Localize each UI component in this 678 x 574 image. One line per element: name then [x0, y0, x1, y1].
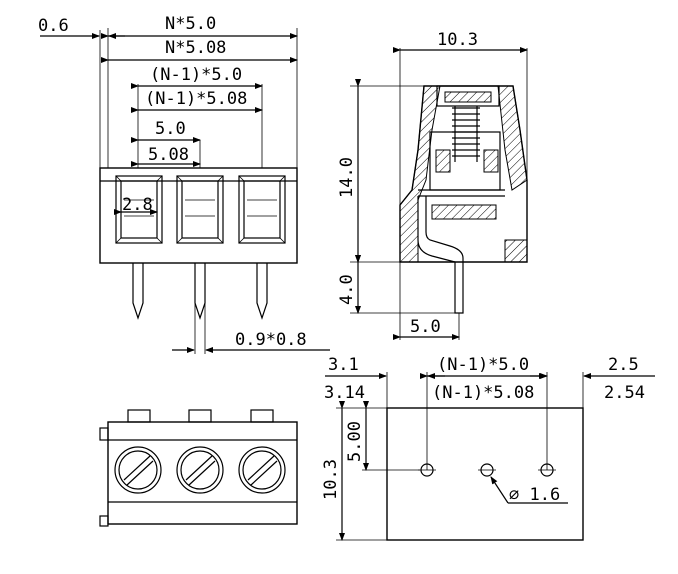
- dim-pin-length: 4.0: [337, 274, 357, 305]
- screw-head: [176, 446, 224, 494]
- bottom-housing: [386, 407, 584, 541]
- side-view: 10.3 14.0 4.0 5.0: [337, 30, 528, 340]
- top-view: [99, 409, 298, 527]
- pin-hole: [418, 463, 436, 477]
- dim-edge-offset: 0.6: [38, 16, 69, 36]
- screw-head: [114, 446, 162, 494]
- front-housing: [99, 167, 298, 264]
- dim-bottom-depth: 10.3: [321, 459, 341, 500]
- dim-right-offset: 2.5: [608, 355, 639, 375]
- screw-thread: [452, 106, 480, 162]
- dim-hole-depth: 5.00: [345, 421, 365, 462]
- wire-opening: [238, 175, 286, 244]
- dim-pin-offset: 5.0: [410, 317, 441, 337]
- dim-opening-width: 2.8: [122, 195, 153, 215]
- dim-side-depth: 10.3: [437, 30, 478, 50]
- dim-span-alt: (N-1)*5.08: [145, 89, 247, 109]
- pin-hole: [538, 463, 556, 477]
- bottom-view: 3.1 3.14 (N-1)*5.0 (N-1)*5.08 2.5 2.54 1…: [321, 355, 655, 541]
- dim-left-offset-alt: 3.14: [324, 383, 365, 403]
- dim-hole-span: (N-1)*5.0: [437, 355, 529, 375]
- wire-opening: [176, 175, 224, 244]
- screw-head: [238, 446, 286, 494]
- pin: [194, 263, 206, 354]
- dim-single-pitch-alt: 5.08: [148, 145, 189, 165]
- dim-left-offset: 3.1: [328, 355, 359, 375]
- dim-hole-span-alt: (N-1)*5.08: [432, 383, 534, 403]
- dim-right-offset-alt: 2.54: [604, 383, 645, 403]
- dim-span: (N-1)*5.0: [150, 65, 242, 85]
- front-view: 0.6 N*5.0 N*5.08 (N-1)*5.0 (N-1)*5.08 5.…: [38, 14, 330, 354]
- pin: [132, 263, 144, 320]
- dim-single-pitch: 5.0: [155, 119, 186, 139]
- pin-hole: [478, 463, 496, 477]
- dim-pin-size: 0.9*0.8: [235, 330, 307, 350]
- dim-side-height: 14.0: [337, 157, 357, 198]
- dim-n-pitch-alt: N*5.08: [165, 38, 226, 58]
- side-pin: [417, 196, 464, 314]
- dim-hole-diameter: ∅ 1.6: [509, 485, 560, 505]
- dim-n-pitch: N*5.0: [165, 14, 216, 34]
- pin: [256, 263, 268, 320]
